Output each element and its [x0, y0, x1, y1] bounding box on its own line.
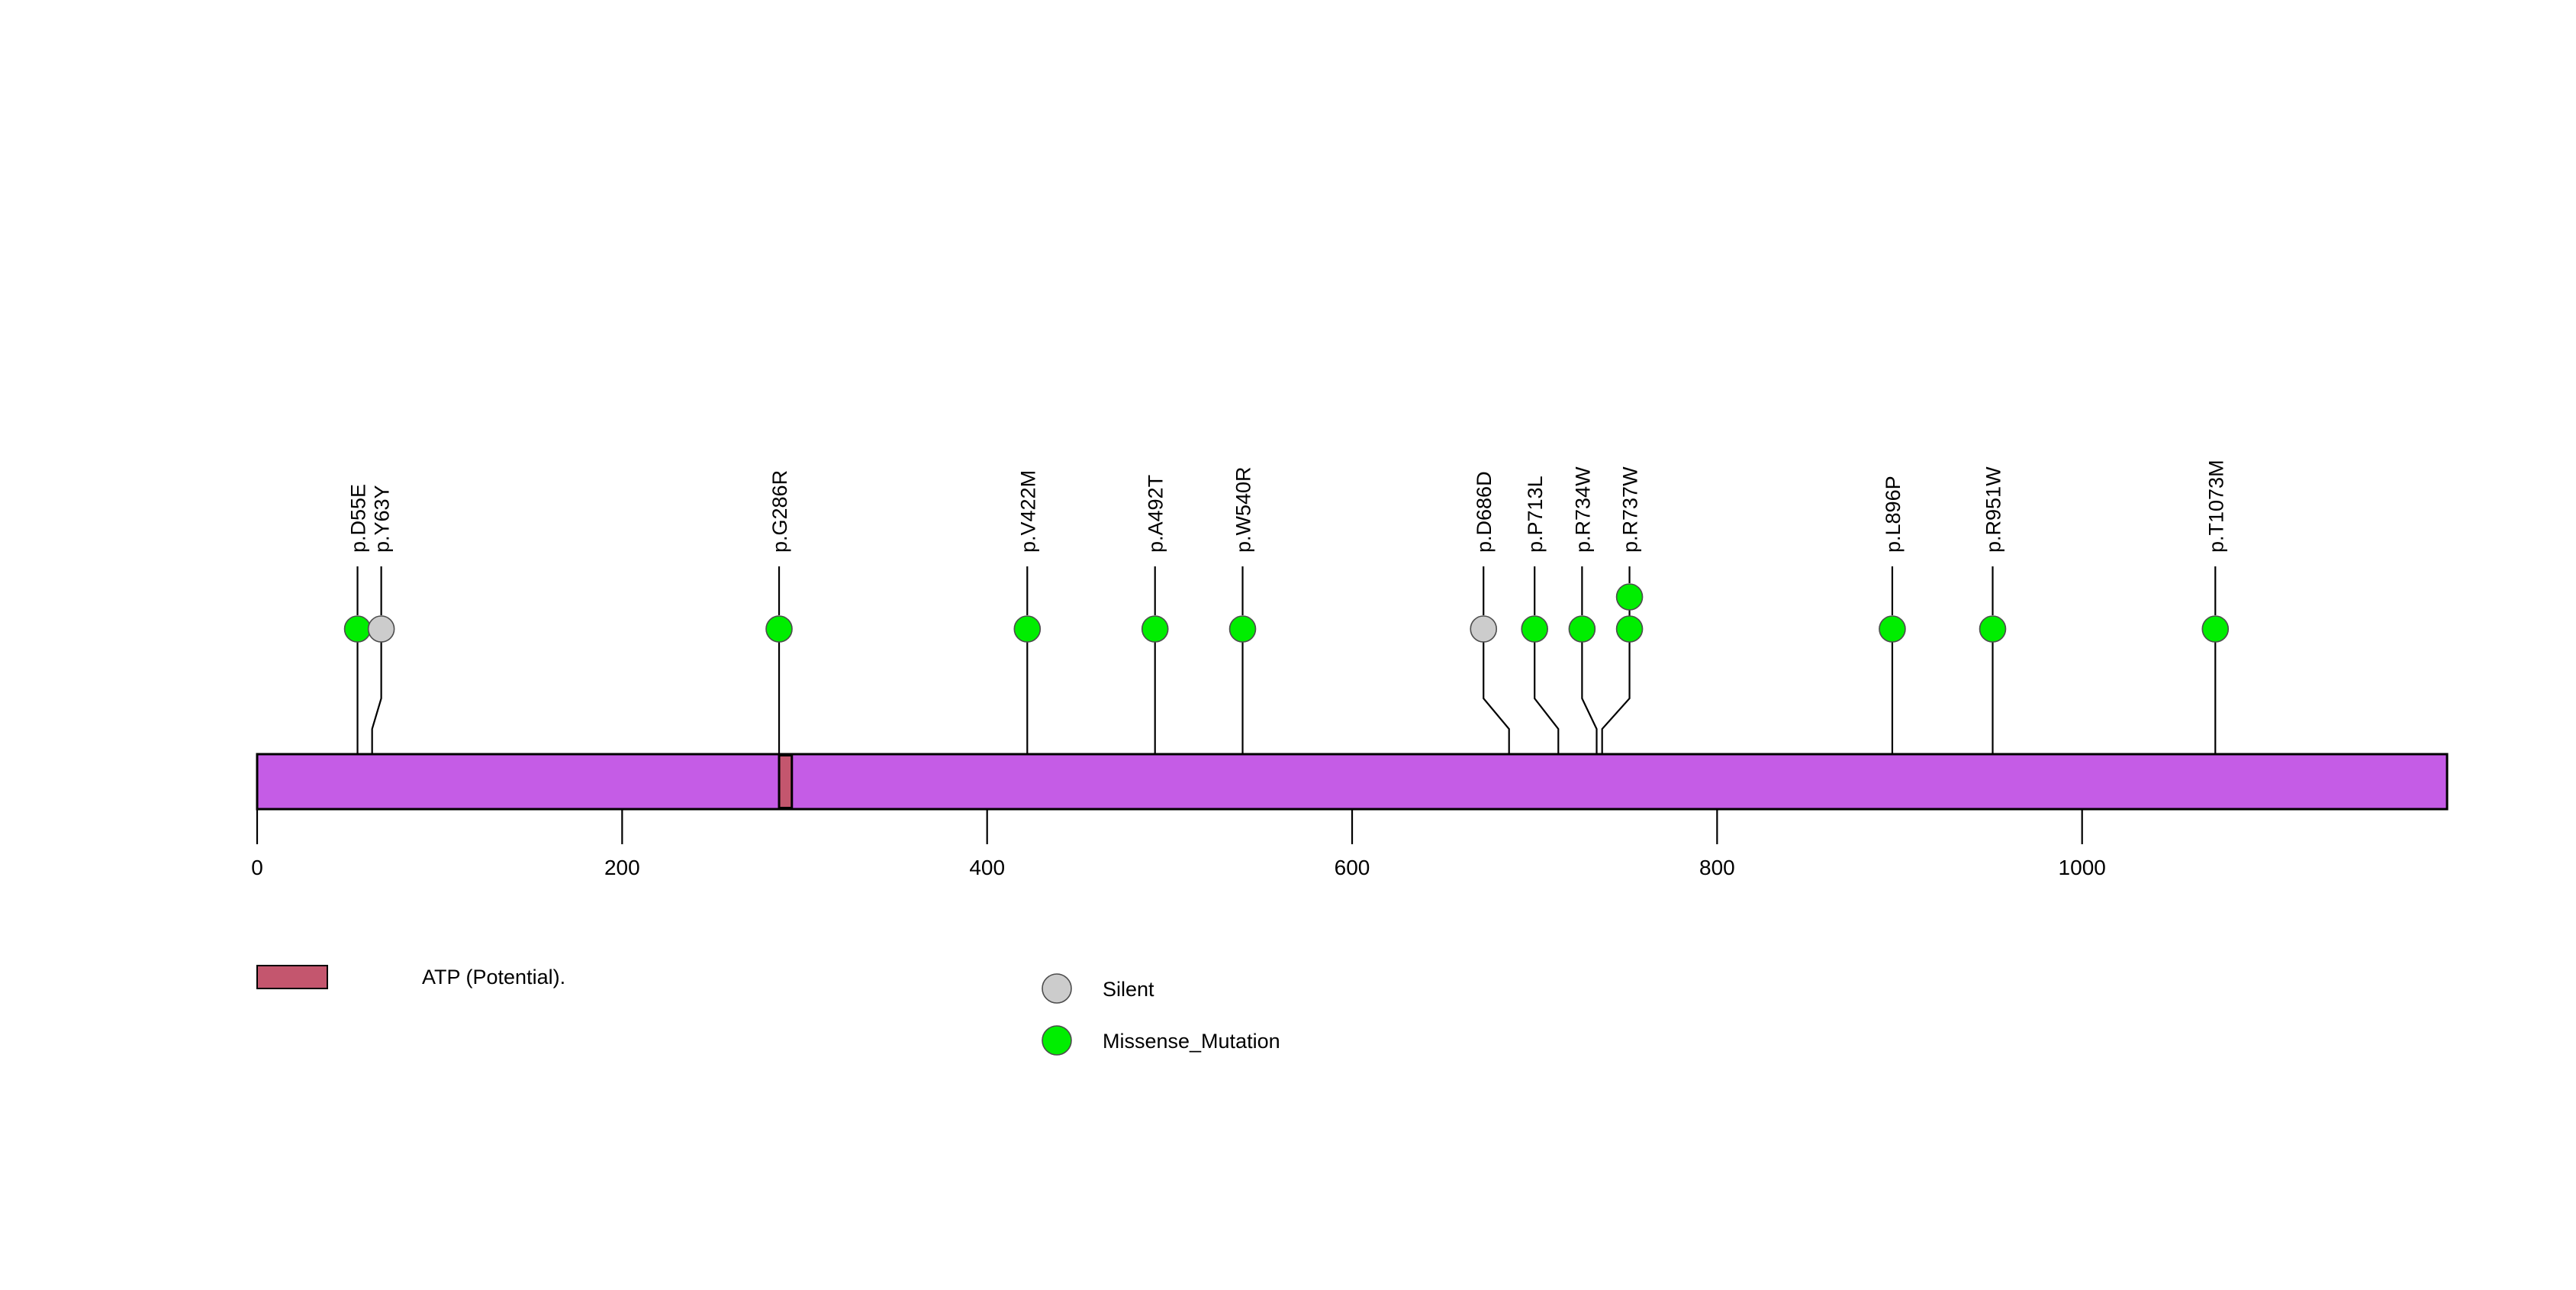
lollipop-head[interactable] [2201, 615, 2230, 643]
axis-tick-label: 1000 [2059, 856, 2106, 879]
lollipop-head[interactable] [1228, 615, 1257, 643]
lollipop-head[interactable] [1568, 615, 1596, 643]
lollipop-head[interactable] [1141, 615, 1169, 643]
axis-tick-label: 600 [1335, 856, 1370, 879]
legend-mutation-swatch [1042, 973, 1072, 1004]
lollipop-head[interactable] [343, 615, 372, 643]
axis-tick-label: 0 [251, 856, 263, 879]
protein-track [256, 753, 2449, 811]
mutation-label: p.W540R [1232, 466, 1255, 553]
axis-tick-label: 400 [969, 856, 1005, 879]
position-axis-layer: 0 200 400 600 800 1000 [251, 809, 2106, 879]
mutation-label: p.V422M [1016, 470, 1039, 553]
mutation-label: p.D686D [1473, 471, 1496, 553]
lollipop-head[interactable] [765, 615, 793, 643]
mutation-label: p.R734W [1571, 466, 1594, 553]
axis-tick-label: 800 [1699, 856, 1735, 879]
legend-domain-label: ATP (Potential). [422, 966, 565, 988]
lollipop-heads-layer [343, 583, 2230, 643]
lollipop-head[interactable] [1521, 615, 1548, 643]
mutation-label: p.T1073M [2204, 460, 2227, 553]
mutation-label: p.R951W [1982, 466, 2005, 553]
lollipop-head[interactable] [1979, 615, 2007, 643]
lollipop-head[interactable] [1615, 583, 1644, 611]
mutation-label: p.Y63Y [371, 485, 394, 553]
mutation-label: p.G286R [768, 470, 791, 553]
legend-domain-swatch [256, 965, 328, 989]
lollipop-head[interactable] [1013, 615, 1042, 643]
lollipop-head[interactable] [1879, 615, 1906, 643]
legend-mutation-label: Missense_Mutation [1103, 1030, 1280, 1053]
mutation-label: p.D55E [347, 484, 370, 553]
mutation-label: p.A492T [1145, 475, 1167, 553]
lollipop-head[interactable] [1470, 615, 1498, 643]
protein-track-layer [256, 753, 2449, 811]
lollipop-head[interactable] [1615, 615, 1644, 643]
mutation-label: p.P713L [1524, 476, 1547, 553]
legend-mutation-swatch [1042, 1025, 1072, 1056]
legend-mutation-label: Silent [1103, 978, 1154, 1001]
mutation-label: p.R737W [1619, 466, 1642, 553]
mutation-label: p.L896P [1882, 476, 1905, 553]
axis-tick-label: 200 [604, 856, 640, 879]
protein-domain-0 [778, 754, 794, 809]
lollipop-head[interactable] [367, 615, 395, 643]
